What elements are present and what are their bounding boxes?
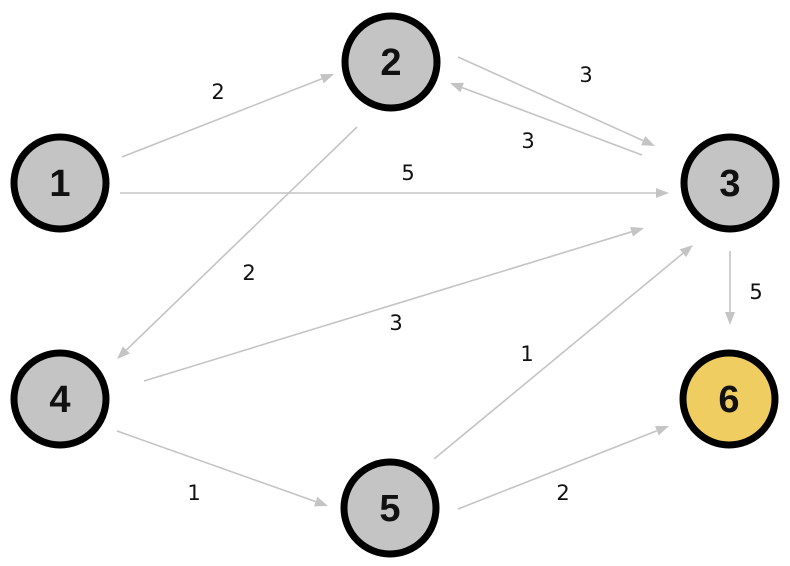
edge-line [457,56,644,142]
node-2: 2 [341,12,441,112]
edge-weight-label: 2 [556,481,569,505]
node-label: 5 [379,488,400,530]
edge-2-3: 3 [457,56,655,146]
node-circle [341,12,441,112]
arrowhead-icon [679,245,693,258]
edge-4-3: 3 [143,227,644,382]
arrowhead-icon [655,426,669,436]
edge-line [125,126,358,351]
edge-weight-label: 3 [579,63,592,87]
arrowhead-icon [117,346,130,359]
arrowhead-icon [656,188,669,198]
node-4: 4 [10,349,110,449]
edge-5-3: 1 [433,245,693,460]
node-circle [680,133,780,233]
edge-3-2: 3 [450,82,643,156]
node-label: 1 [49,163,70,205]
arrowhead-icon [450,82,464,93]
edges-layer: 2 5 3 3 2 3 1 1 2 5 [116,56,763,510]
edge-line [143,231,632,382]
edge-3-6: 5 [725,251,763,325]
arrowhead-icon [314,496,328,507]
node-label: 2 [380,42,401,84]
edge-4-5: 1 [116,430,328,507]
edge-weight-label: 2 [211,80,224,104]
edge-line [433,252,684,460]
node-label: 6 [718,379,739,421]
edge-weight-label: 3 [389,311,402,335]
edge-2-4: 2 [117,126,358,359]
edge-weight-label: 5 [401,161,414,185]
edge-weight-label: 5 [749,280,762,304]
edge-line [457,430,658,510]
edge-line [116,430,317,503]
arrowhead-icon [630,227,644,237]
node-circle [10,133,110,233]
edge-line [461,86,643,156]
arrowhead-icon [725,312,735,325]
node-label: 3 [719,163,740,205]
edge-weight-label: 1 [187,481,200,505]
edge-1-3: 5 [120,161,669,198]
edge-weight-label: 3 [521,129,534,153]
edge-line [121,77,323,158]
edge-weight-label: 2 [242,261,255,285]
node-5: 5 [340,458,440,558]
edge-weight-label: 1 [520,342,533,366]
node-1: 1 [10,133,110,233]
node-circle [340,458,440,558]
arrowhead-icon [320,74,334,84]
edge-5-6: 2 [457,426,669,510]
node-circle [10,349,110,449]
node-label: 4 [49,379,70,421]
node-3: 3 [680,133,780,233]
edge-1-2: 2 [121,74,334,158]
arrowhead-icon [641,136,655,146]
nodes-layer: 1 2 3 4 5 6 [10,12,780,558]
node-circle [679,349,779,449]
node-6: 6 [679,349,779,449]
